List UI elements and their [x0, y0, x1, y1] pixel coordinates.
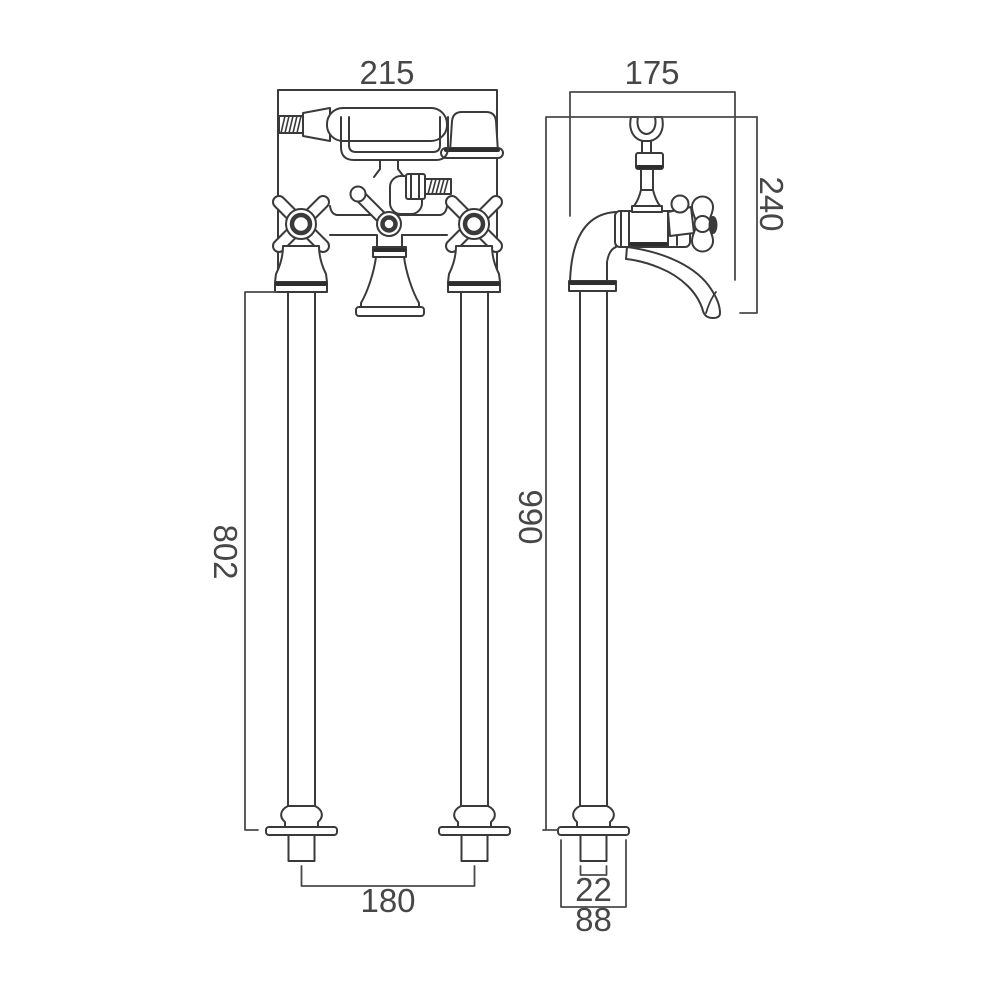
dim-label-pipe-spacing: 180 [360, 882, 415, 919]
base-collar-right [453, 805, 496, 828]
front-backplate-outline [277, 89, 498, 274]
dim-label-front-width: 215 [359, 54, 414, 91]
spout-mouth-line [705, 291, 717, 314]
floor-flange-left [265, 826, 338, 836]
standpipe-side [579, 290, 608, 807]
handset-hose-icon [278, 115, 304, 134]
floor-flange-right [438, 826, 511, 836]
dimension-pipe-diameter: 22 [575, 865, 612, 908]
dimension-front-height: 802 [207, 291, 278, 831]
handset-cradle [340, 116, 449, 161]
handle-knob-side [670, 194, 690, 214]
cradle-fork-icon [629, 116, 664, 142]
hose-outlet-nut [405, 173, 426, 200]
riser-and-fork [629, 116, 664, 213]
pipe-stub-right [460, 834, 489, 862]
riser-trumpet [633, 189, 661, 207]
dim-label-side-width: 175 [624, 54, 679, 91]
bath-spout-side [625, 246, 721, 319]
dim-label-pipe-diameter: 22 [575, 871, 612, 908]
floor-flange-side [557, 826, 630, 836]
dim-label-side-height: 990 [512, 489, 549, 544]
valve-body-front [329, 205, 448, 248]
diverter-lever-knob [349, 185, 367, 203]
dimension-flange-width: 88 [560, 839, 627, 938]
fork-stem [641, 140, 652, 154]
riser-tube [640, 168, 654, 191]
handset-head [449, 111, 499, 153]
dimension-pipe-spacing: 180 [300, 865, 476, 919]
handset-hose-connector [302, 107, 331, 142]
inlet-elbow-side [569, 211, 617, 283]
shower-handset-assembly [278, 107, 504, 178]
dimension-side-depth: 240 [739, 116, 790, 314]
outlet-hose-stub-icon [424, 178, 452, 195]
pipe-stub-side [579, 834, 608, 862]
dimension-side-width: 175 [569, 54, 736, 281]
handle-skirt-left [274, 245, 328, 293]
standpipe-left [265, 291, 338, 862]
bath-spout-front [355, 246, 425, 317]
front-view: 215 802 180 [207, 54, 511, 919]
cross-handle-side [667, 194, 718, 253]
diverter-assembly [349, 173, 452, 237]
handset-handle [326, 107, 448, 142]
handle-skirt-right [447, 245, 501, 293]
base-collar-side [572, 805, 615, 828]
cross-handle-left [272, 195, 330, 253]
handle-arm-end-dark [708, 216, 718, 234]
base-collar-left [280, 805, 323, 828]
dim-label-front-height: 802 [207, 524, 244, 579]
side-view: 175 990 240 22 88 [512, 54, 790, 938]
pipe-stub-left [287, 834, 316, 862]
dimension-side-height: 990 [512, 116, 758, 831]
dim-label-flange-width: 88 [575, 901, 612, 938]
cross-handle-right [445, 195, 503, 253]
dim-label-side-depth: 240 [753, 176, 790, 231]
standpipe-right [438, 291, 511, 862]
cradle-stem [373, 159, 405, 178]
dimension-front-width: 215 [359, 54, 414, 91]
